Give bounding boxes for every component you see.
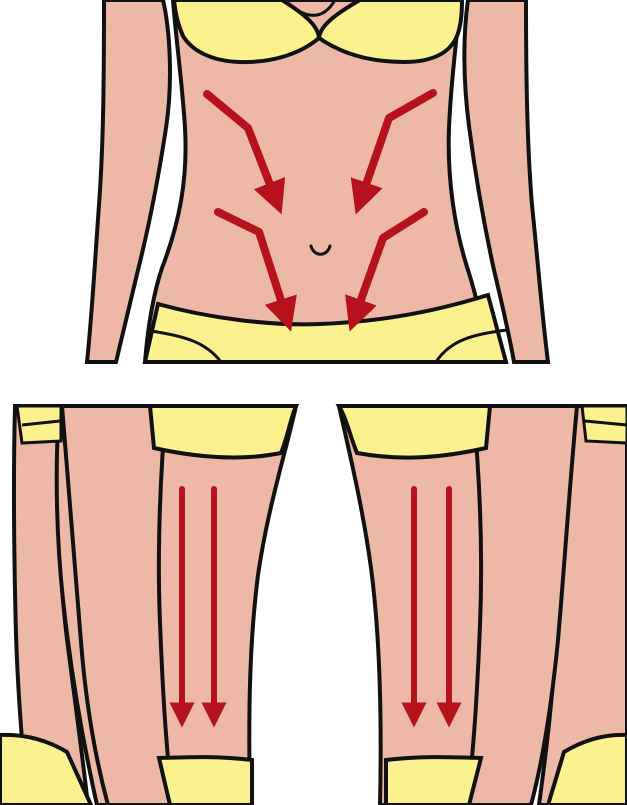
left-bikini-top (150, 406, 296, 458)
right-lower-bikini-front (386, 757, 481, 805)
abdomen-panel (87, 0, 548, 362)
left-lower-bikini-front (159, 757, 252, 805)
right-bikini-top (339, 406, 490, 458)
left-thigh-panel (0, 406, 296, 805)
right-thigh-panel (339, 406, 627, 805)
